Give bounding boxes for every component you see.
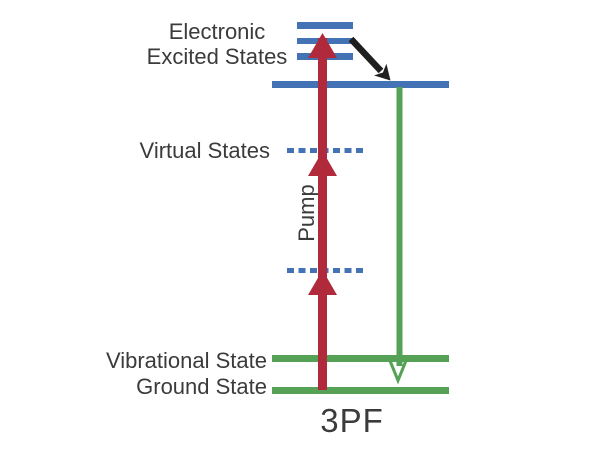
relaxation-arrowhead-icon [374, 63, 391, 81]
emission-arrow-shaft [396, 87, 403, 366]
vibrational-state-label: Vibrational State [105, 348, 267, 373]
ground-state-label: Ground State [136, 374, 267, 399]
process-label-3pf: 3PF [320, 402, 384, 439]
nonradiative-relaxation-arrow [348, 36, 391, 81]
pump-arrow-shaft [318, 38, 327, 390]
relaxation-arrow-shaft [348, 36, 384, 74]
fluorescence-emission-arrow [388, 87, 408, 385]
electronic-excited-states-label: Electronic Excited States [146, 19, 288, 69]
emission-arrow-open-head-icon [388, 358, 408, 385]
lowest-excited-level [272, 81, 449, 88]
pump-excitation-arrow [308, 33, 337, 390]
electronic-excited-band-1 [297, 22, 353, 29]
pump-arrowhead-top-icon [308, 33, 337, 58]
virtual-states-label: Virtual States [139, 138, 270, 163]
pump-arrowhead-middle-icon [308, 151, 337, 176]
ground-state-level [272, 387, 449, 394]
vibrational-state-level [272, 355, 449, 362]
pump-arrowhead-lower-icon [308, 270, 337, 295]
